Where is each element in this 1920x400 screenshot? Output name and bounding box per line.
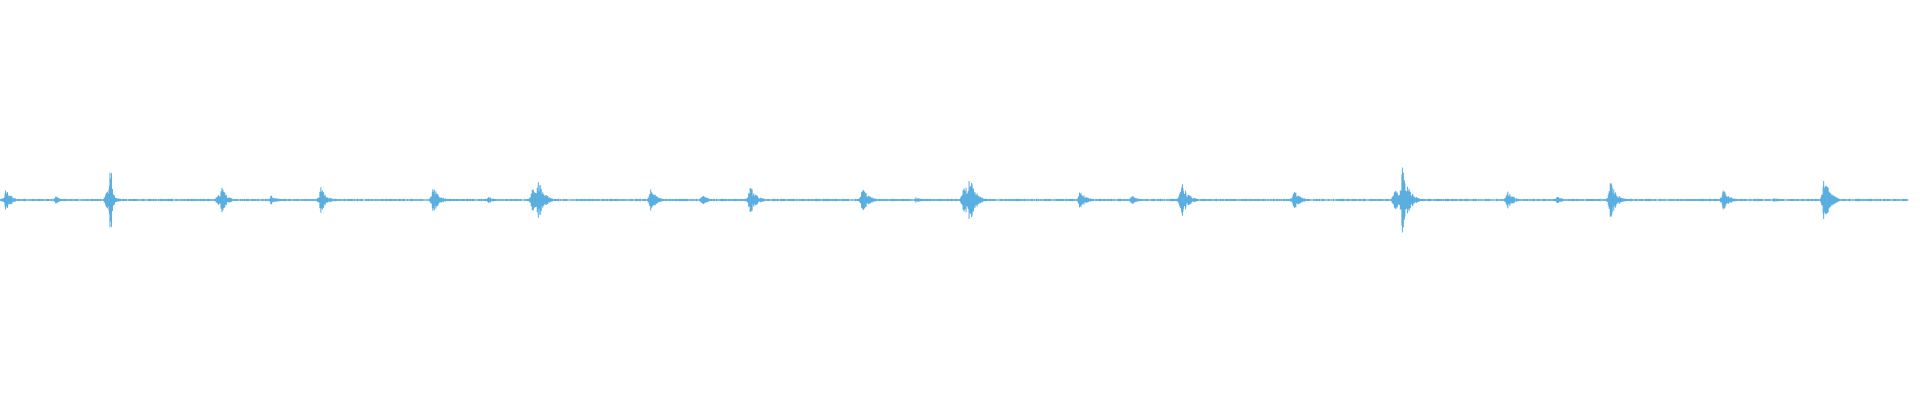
waveform-trace (0, 167, 1909, 233)
